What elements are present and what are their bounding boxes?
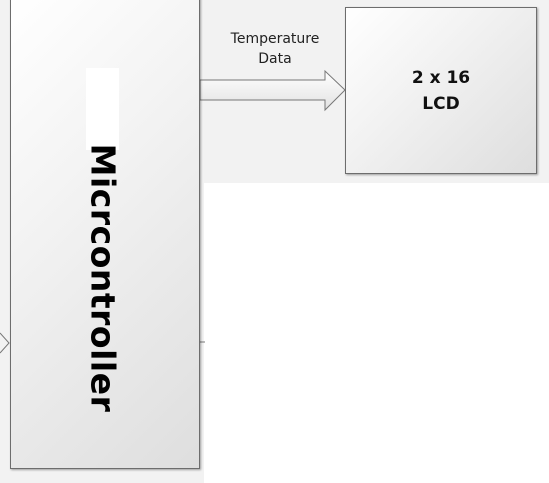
temperature-data-arrow [199,69,346,112]
incoming-arrow-partial [0,332,10,354]
lcd-label: 2 x 16 LCD [411,67,471,114]
lcd-block: 2 x 16 LCD [345,7,537,174]
temperature-data-label: Temperature Data [230,31,320,67]
microcontroller-label: Micrcontroller [83,143,123,413]
label-background-patch [86,68,119,150]
